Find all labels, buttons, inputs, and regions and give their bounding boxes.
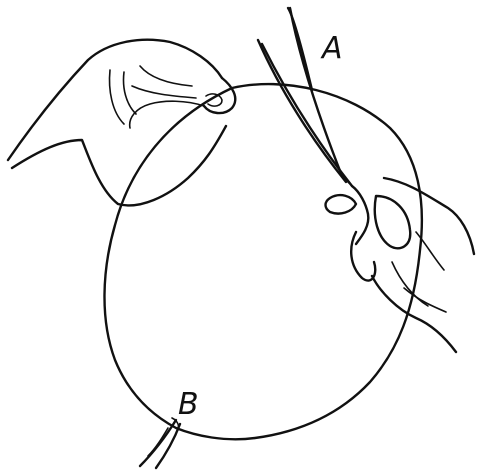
bottom-cut-tool xyxy=(140,418,180,468)
left-hand xyxy=(8,40,235,206)
label-a: A xyxy=(320,31,343,66)
label-b: B xyxy=(178,387,199,422)
right-hand xyxy=(326,178,475,352)
